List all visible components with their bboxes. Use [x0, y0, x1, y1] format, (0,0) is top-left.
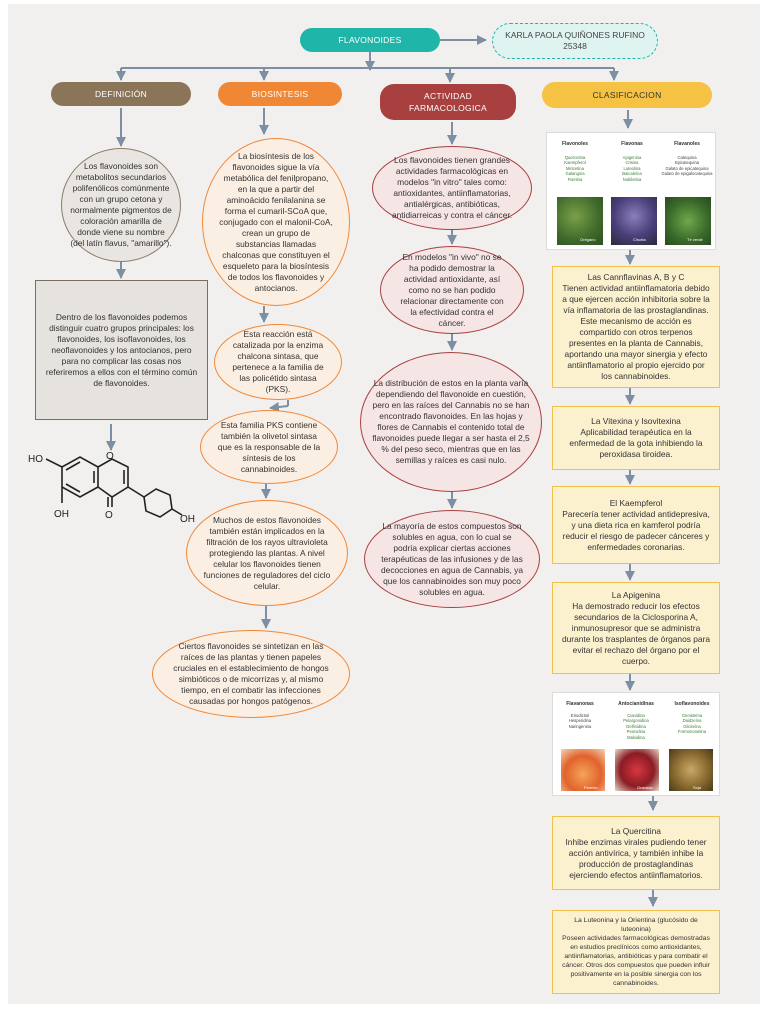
oregano-photo [557, 197, 603, 245]
label-o-ring: O [106, 451, 114, 462]
header-biosintesis: BIOSINTESIS [218, 82, 342, 106]
label-oh-right: OH [180, 514, 195, 525]
box-text: Tienen actividad antiinflamatoria debido… [562, 283, 710, 381]
list-item: Peonidina [626, 729, 646, 735]
title-node: FLAVONOIDES [300, 28, 440, 52]
author-node: KARLA PAOLA QUIÑONES RUFINO 25348 [492, 23, 658, 59]
list-item: Luteolina [623, 165, 641, 171]
pomegranate-photo [615, 749, 659, 791]
box-title: La Apigenina [611, 589, 661, 600]
author-name: KARLA PAOLA QUIÑONES RUFINO [505, 30, 645, 40]
biosintesis-node-4: Muchos de estos flavonoides también está… [186, 500, 348, 606]
list-item: Pelargonidina [623, 718, 649, 724]
list-item: Fisetina [567, 176, 583, 182]
flavonoid-classes-panel-2: Flavanonas Antocianidinas Isoflavonoides… [552, 692, 720, 796]
panel1-col2-heading: Flavonas [621, 141, 643, 147]
list-item: Miricetina [566, 165, 584, 171]
panel2-col2-heading: Antocianidinas [618, 701, 654, 707]
box-text: Ha demostrado reducir los efectos secund… [561, 600, 711, 666]
panel1-col1-items: Quercetina Kaempferol Miricetina Galangi… [545, 155, 605, 182]
panel2-caption-2: Granada [637, 785, 653, 790]
actividad-node-4: La mayoría de estos compuestos son solub… [364, 510, 540, 608]
molecule-bonds [45, 456, 183, 518]
label-o-ketone: O [105, 510, 113, 521]
actividad-node-3: La distribución de estos en la planta va… [360, 352, 542, 492]
list-item: Galato de epigalocatequina [661, 171, 713, 177]
list-item: Delfinidina [626, 723, 646, 729]
box-title: La Quercitina [611, 825, 661, 836]
clasificacion-box-6: La Luteonina y la Orientina (glucósido d… [552, 910, 720, 994]
list-item: Malvidina [627, 734, 645, 740]
box-title: La Luteonina y la Orientina (glucósido d… [574, 917, 698, 933]
label-ho-top: HO [28, 454, 43, 465]
list-item: Hesperidina [568, 718, 592, 724]
list-item: Crisina [625, 160, 639, 166]
clasificacion-box-3: El Kaempferol Parecería tener actividad … [552, 486, 720, 564]
list-item: Cianidina [627, 713, 645, 718]
box-text: Aplicabilidad terapéutica en la enfermed… [569, 427, 703, 459]
list-item: Galangina [565, 171, 585, 177]
green-tea-photo [665, 197, 711, 245]
list-item: Naringenina [568, 723, 592, 729]
panel1-col2-items: Apigenina Crisina Luteolina Baicaleína N… [602, 155, 662, 182]
list-item: Gliciteína [683, 723, 701, 729]
box-text: Inhibe enzimas virales pudiendo tener ac… [565, 836, 707, 880]
panel1-caption-3: Té verde [687, 237, 703, 242]
plum-photo [611, 197, 657, 245]
biosintesis-node-1: La biosíntesis de los flavonoides sigue … [202, 138, 350, 306]
clasificacion-box-4: La Apigenina Ha demostrado reducir los e… [552, 582, 720, 674]
list-item: Apigenina [622, 155, 642, 160]
actividad-node-2: En modelos "in vivo" no se ha podido dem… [380, 246, 524, 334]
panel1-caption-2: Ciruela [633, 237, 646, 242]
definicion-box: Dentro de los flavonoides podemos distin… [35, 280, 208, 420]
list-item: Quercetina [564, 155, 586, 160]
list-item: Galato de epicatequina [665, 165, 709, 171]
clasificacion-box-2: La Vitexina y Isovitexina Aplicabilidad … [552, 406, 720, 470]
flavonoid-classes-panel-1: Flavonoles Flavonas Flavanoles Quercetin… [546, 132, 716, 250]
box-title: El Kaempferol [609, 497, 663, 508]
list-item: Nobiletina [622, 176, 642, 182]
author-code: 25348 [563, 41, 587, 51]
panel1-col3-heading: Flavanoles [674, 141, 700, 147]
concept-map: FLAVONOIDES KARLA PAOLA QUIÑONES RUFINO … [8, 4, 760, 1004]
panel2-col2-items: Cianidina Pelargonidina Delfinidina Peon… [606, 713, 666, 740]
clasificacion-box-5: La Quercitina Inhibe enzimas virales pud… [552, 816, 720, 890]
header-definicion: DEFINICIÓN [51, 82, 191, 106]
connector-lines [106, 35, 658, 907]
list-item: Epicatequina [674, 160, 700, 166]
biosintesis-node-2: Esta reacción está catalizada por la enz… [214, 324, 342, 400]
biosintesis-node-5: Ciertos flavonoides se sintetizan en las… [152, 630, 350, 718]
panel1-col3-items: Catequina Epicatequina Galato de epicate… [657, 155, 717, 177]
list-item: Daidzeína [682, 718, 702, 724]
box-text: Parecería tener actividad antidepresiva,… [562, 508, 710, 552]
soy-photo [669, 749, 713, 791]
list-item: Baicaleína [622, 171, 642, 177]
panel1-caption-1: Orégano [580, 237, 596, 242]
box-title: La Vitexina y Isovitexina [591, 416, 681, 426]
panel2-col1-heading: Flavanonas [566, 701, 594, 707]
label-oh-bottom: OH [54, 509, 69, 520]
box-title: Las Cannflavinas A, B y C [587, 272, 685, 282]
clasificacion-box-1: Las Cannflavinas A, B y C Tienen activid… [552, 266, 720, 388]
list-item: Catequina [677, 155, 697, 160]
box-text: Poseen actividades farmacológicas demost… [562, 935, 710, 987]
header-actividad: ACTIVIDAD FARMACOLOGICA [380, 84, 516, 120]
biosintesis-node-3: Esta familia PKS contiene también la oli… [200, 410, 338, 484]
list-item: Formononetina [677, 729, 707, 735]
flavone-molecule: HO OH O O OH [28, 451, 195, 525]
panel2-col3-items: Genisteína Daidzeína Gliciteína Formonon… [662, 713, 722, 735]
list-item: Kaempferol [564, 160, 586, 166]
panel2-caption-1: Pomelo [584, 785, 598, 790]
grapefruit-photo [561, 749, 605, 791]
list-item: Genisteína [681, 713, 703, 718]
panel2-col3-heading: Isoflavonoides [674, 701, 710, 707]
list-item: Eriodictiol [570, 713, 590, 718]
header-clasificacion: CLASIFICACION [542, 82, 712, 108]
panel2-caption-3: Soja [693, 785, 702, 790]
actividad-node-1: Los flavonoides tienen grandes actividad… [372, 146, 532, 230]
definicion-bubble: Los flavonoides son metabolitos secundar… [61, 148, 181, 262]
panel1-col1-heading: Flavonoles [561, 141, 589, 147]
panel2-col1-items: Eriodictiol Hesperidina Naringenina [550, 713, 610, 729]
